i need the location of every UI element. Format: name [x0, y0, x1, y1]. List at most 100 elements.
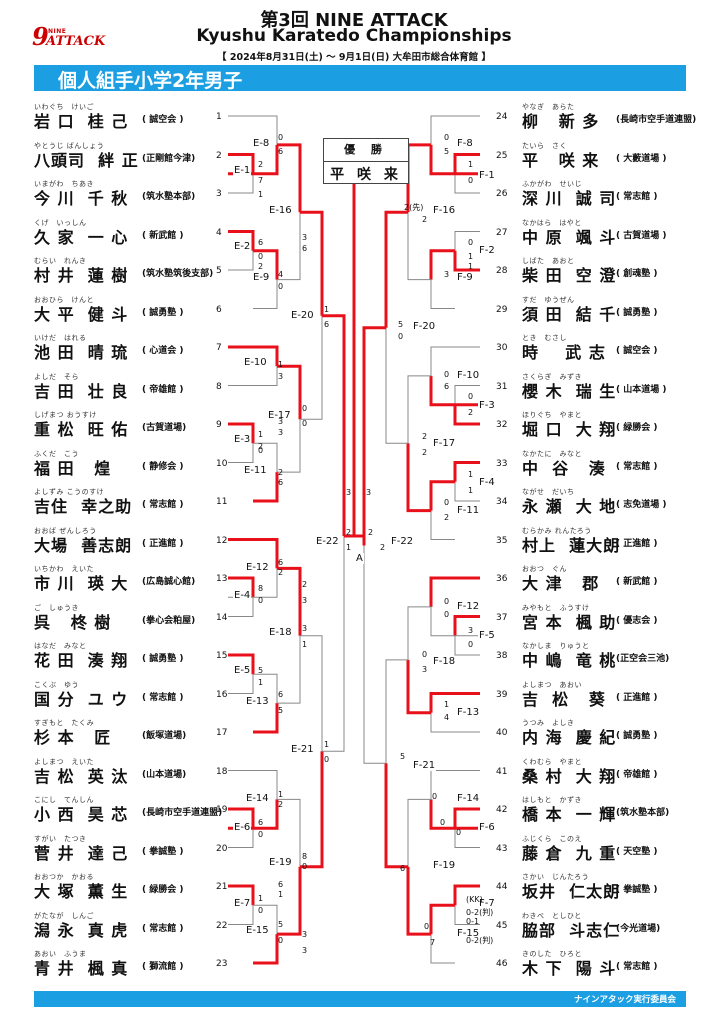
match-branch [430, 934, 455, 964]
player-name: 大 津 郡 [522, 574, 600, 593]
match-score: 0 [456, 828, 462, 837]
match-branch [385, 327, 408, 444]
match-label-e-7: E-7 [233, 898, 252, 909]
match-score: 1 [324, 740, 330, 749]
match-score: 0 [278, 133, 284, 142]
player-name: 平 咲 来 [522, 150, 600, 170]
division-banner: 個人組手小学2年男子 [34, 65, 686, 92]
match-score: 6 [302, 244, 308, 253]
match-branch [228, 905, 254, 925]
player-number: 38 [496, 651, 508, 661]
player-furigana: あおい ふうま [34, 950, 87, 958]
match-label-f-14: F-14 [456, 793, 481, 804]
player-number: 23 [216, 959, 228, 969]
champion-label: 優 勝 [344, 143, 388, 156]
player-number: 7 [216, 343, 222, 353]
match-branch [228, 807, 255, 829]
left-player-21: おおつか かおる大 塚 薫 生( 緑勝会 )21 [34, 872, 264, 901]
logo-small-text: NINE [48, 28, 67, 35]
player-furigana: いわぐち けいご [34, 103, 94, 111]
player-club: ( 獅流館 ) [142, 962, 184, 972]
player-furigana: うつみ よしき [522, 719, 575, 727]
player-name: 村上 蓮大朗 [522, 535, 621, 555]
left-player-23: あおい ふうま青 井 楓 真 ( 獅流館 ) 23 [34, 949, 264, 978]
match-label-e-4: E-4 [233, 590, 252, 601]
player-number: 6 [216, 304, 222, 315]
match-branch [228, 443, 254, 463]
match-branch [228, 828, 254, 848]
left-player-17: すぎもと たくみ杉 本 匠(飯塚道場)17 [34, 718, 264, 747]
player-furigana: みやもと ふうすけ [522, 603, 590, 612]
player-furigana: むらい れんき [34, 257, 87, 265]
match-score: 1 [258, 190, 264, 199]
match-score: 7 [430, 938, 436, 947]
match-score: 3 [302, 930, 308, 939]
match-branch [406, 659, 431, 715]
match-branch [300, 210, 324, 316]
player-number: 2 [216, 150, 222, 161]
page-subtitle: Kyushu Karatedo Championships [196, 26, 512, 46]
match-score: 4 [278, 270, 284, 279]
player-name: 時 武 志 [522, 343, 606, 362]
player-name: 内 海 慶 紀 [522, 728, 617, 747]
player-furigana: しげまつ おうすけ [34, 411, 97, 419]
match-branch [300, 635, 323, 752]
left-player-20: すがい たつき菅 井 達 己( 拳誠塾 )20 [34, 834, 264, 863]
match-branch [453, 250, 480, 272]
player-club: ( 誠勇塾 ) [616, 731, 658, 741]
player-name: 青 井 楓 真 [34, 959, 129, 978]
match-branch [228, 153, 255, 174]
player-number: 44 [496, 882, 508, 892]
player-name: 堀 口 大 翔 [522, 420, 617, 439]
match-label-f-11: F-11 [456, 505, 481, 516]
match-branch [429, 144, 480, 176]
match-score: 3 [444, 270, 450, 279]
player-name: 藤 倉 九 重 [522, 843, 617, 863]
match-score: 2 [346, 528, 352, 537]
match-score: 6 [278, 690, 284, 699]
match-label-e-14: E-14 [245, 793, 270, 804]
match-score: 0 [444, 133, 450, 142]
match-label-f-10: F-10 [456, 370, 481, 381]
left-player-19: こにし てんしん小 西 昊 芯(長崎市空手道連盟)19 [34, 795, 264, 824]
match-branch [228, 770, 278, 800]
match-branch [454, 905, 480, 925]
division-title: 個人組手小学2年男子 [58, 70, 243, 92]
match-score: 1 [258, 678, 264, 687]
match-branch [277, 635, 301, 704]
match-label-f-13: F-13 [456, 707, 481, 718]
left-player-4: くげ いっしん久 家 一 心( 新武館 )4 [34, 218, 264, 247]
match-label-f-1: F-1 [478, 170, 496, 181]
player-club: (広島誠心館) [142, 577, 196, 587]
left-player-8: よしだ そら吉 田 壮 良( 帝雄館 )8 [34, 372, 264, 401]
match-score: 0 [258, 906, 264, 915]
match-branch [228, 597, 254, 617]
player-furigana: さくらぎ みずき [522, 372, 582, 381]
player-number: 22 [216, 920, 228, 931]
match-branch [362, 326, 386, 546]
player-club: ( 新武館 ) [142, 230, 184, 241]
match-label-e-12: E-12 [245, 562, 270, 573]
match-score: 6 [324, 320, 330, 329]
match-label-f-12: F-12 [456, 601, 481, 612]
match-branch [430, 712, 480, 733]
player-furigana: はなだ みなと [34, 642, 87, 650]
match-branch [228, 674, 254, 694]
player-name: 柴 田 空 澄 [522, 266, 617, 285]
player-name: 呉 柊 樹 [34, 612, 112, 632]
match-score: 1 [258, 430, 264, 439]
player-name: 今 川 千 秋 [34, 189, 129, 208]
match-score: 4 [444, 713, 450, 722]
match-score: 0 [424, 922, 430, 931]
match-score: 0 [324, 755, 330, 764]
match-label-e-2: E-2 [233, 241, 252, 252]
match-score: 0 [302, 419, 308, 428]
match-score: 1 [258, 894, 264, 903]
player-furigana: おおつ ぐん [522, 565, 567, 573]
match-score: 0 [278, 282, 284, 291]
player-club: (正空会三池) [616, 654, 670, 664]
player-number: 8 [216, 381, 222, 392]
